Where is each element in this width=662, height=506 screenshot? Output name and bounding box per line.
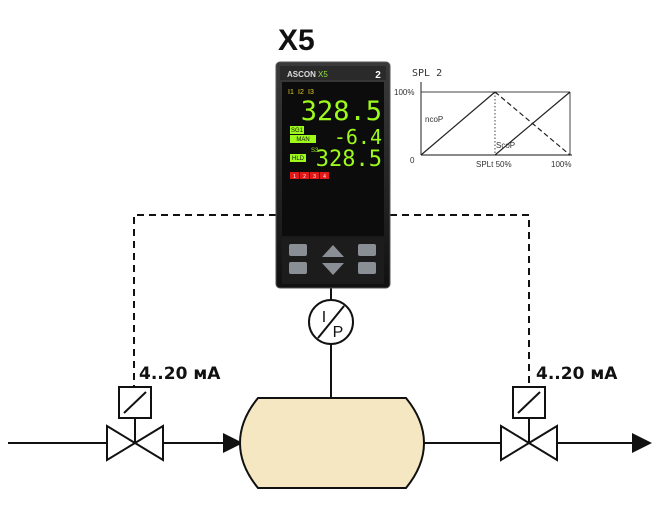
converter-label-bottom: P [333, 324, 344, 341]
left-control-valve [106, 386, 164, 462]
controller-brand: ASCON [287, 70, 316, 79]
controller-model: X5 [318, 70, 328, 79]
tag-sg: SG1 [291, 128, 304, 134]
star-key[interactable] [358, 244, 376, 256]
chart-title: SPL 2 [412, 68, 442, 79]
chart-label-left: ncoP [425, 115, 443, 124]
tag-hld: HLD [292, 156, 305, 162]
controller: ASCON X5 2 I1 I2 I3 328.5 SG1 MAN -6.4 S… [275, 61, 391, 289]
right-signal-line [390, 214, 530, 387]
converter-label-top: I [322, 309, 326, 326]
indicator-i3: I3 [308, 89, 314, 96]
controller-channel: 2 [375, 70, 381, 81]
down-key[interactable] [322, 263, 344, 275]
left-signal-line [133, 214, 276, 387]
menu-key[interactable] [289, 244, 307, 256]
chart-x-end-label: 100% [551, 160, 571, 169]
setpoint-value: 328.5 [316, 147, 382, 172]
process-value: 328.5 [301, 96, 382, 127]
output-1: 1 [293, 174, 296, 180]
output-4: 4 [323, 174, 326, 180]
output-3: 3 [313, 174, 316, 180]
tag-s3: S3 [311, 148, 319, 154]
indicator-i1: I1 [288, 89, 294, 96]
signal-lines [133, 214, 530, 387]
chart-label-right: ScoP [496, 141, 515, 150]
controller-header [280, 66, 386, 80]
split-range-chart: SPL 2 100% 0 SPLt 50% 100% ncoP ScoP [394, 68, 572, 169]
enter-key[interactable] [289, 262, 307, 274]
right-control-valve [500, 386, 558, 462]
chart-y-top-label: 100% [394, 88, 414, 97]
chart-ramp-up [420, 91, 496, 156]
ip-converter: I P [308, 299, 354, 345]
mid-value: -6.4 [334, 125, 382, 149]
tag-man: MAN [296, 137, 309, 143]
chart-ramp-down [494, 91, 571, 156]
chart-x-mid-label: SPLt 50% [476, 160, 512, 169]
chart-origin-label: 0 [410, 156, 415, 165]
output-2: 2 [303, 174, 306, 180]
up-key[interactable] [322, 245, 344, 257]
output-indicators: 1 2 3 4 [290, 172, 329, 180]
minus-key[interactable] [358, 262, 376, 274]
controller-title: X5 [278, 24, 315, 57]
right-signal-label: 4..20 мА [536, 364, 618, 384]
left-signal-label: 4..20 мА [139, 364, 221, 384]
tank [238, 397, 426, 489]
indicator-i2: I2 [298, 89, 304, 96]
